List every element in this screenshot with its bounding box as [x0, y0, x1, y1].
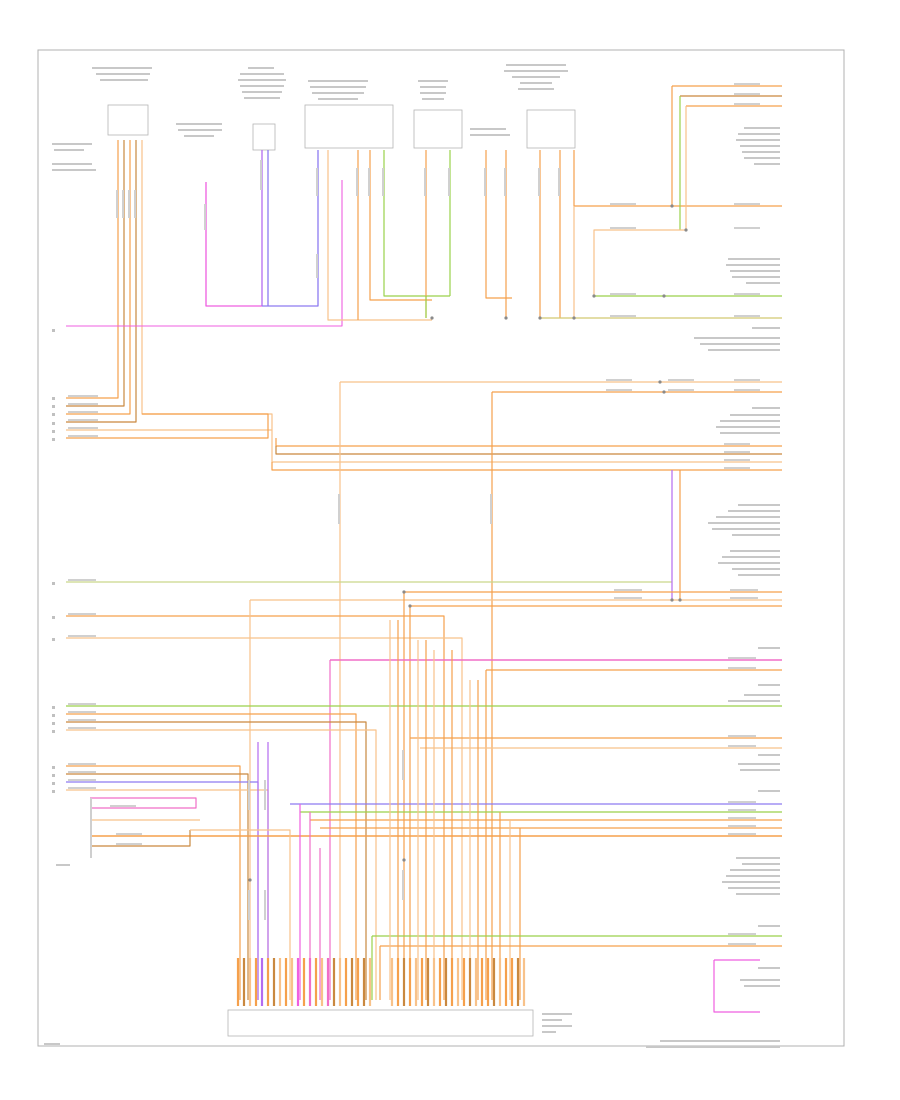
bottom-connector — [227, 958, 534, 1037]
wire — [66, 140, 119, 399]
component-top-2 — [252, 123, 276, 151]
wire — [66, 140, 273, 431]
right-captions — [44, 127, 780, 1048]
component-top-3 — [304, 104, 394, 149]
left-pin-markers — [52, 329, 55, 793]
wire — [66, 140, 137, 423]
component-captions — [52, 64, 568, 171]
left-splice-area — [90, 798, 92, 858]
wire — [66, 413, 269, 439]
wire — [66, 140, 131, 415]
diagram-frame — [37, 49, 845, 1047]
component-top-4 — [413, 109, 463, 149]
wire — [275, 446, 782, 455]
wire-code-labels — [68, 83, 760, 945]
wire — [275, 438, 782, 447]
component-top-5 — [526, 109, 576, 149]
wires — [66, 85, 782, 1013]
component-bottom — [227, 1009, 534, 1037]
splice-points — [248, 204, 688, 882]
wire — [66, 140, 125, 407]
component-top-1 — [107, 104, 149, 136]
wire — [271, 462, 782, 471]
